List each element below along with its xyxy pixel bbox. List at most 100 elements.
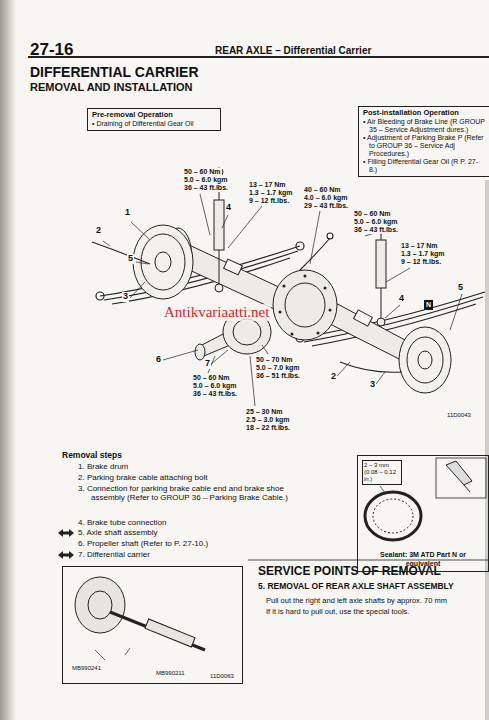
- shock-absorbers-part: [376, 240, 386, 288]
- leader-lines-part: [211, 350, 228, 364]
- leader-lines-part: [386, 268, 410, 282]
- puller-sketch-part: [110, 612, 205, 650]
- sealant-sketch-part: [446, 461, 472, 485]
- leader-lines-part: [130, 282, 145, 298]
- torque-spec: 50 – 70 Nm: [255, 356, 294, 364]
- callout-number: 1: [124, 208, 131, 218]
- torque-spec: 18 – 22 ft.lbs.: [245, 424, 291, 432]
- leaf-springs-part: [296, 242, 304, 250]
- operation-box: Pre-removal Operation• Draining of Diffe…: [87, 108, 221, 131]
- removal-step: 3. Connection for parking brake cable en…: [78, 485, 296, 503]
- sealant-note: Sealant: 3M ATD Part N or equivalent: [364, 551, 482, 568]
- running-header: REAR AXLE – Differential Carrier: [215, 45, 371, 56]
- removal-symbols-part: [58, 551, 74, 559]
- removal-symbols-part: [58, 529, 74, 537]
- torque-spec: 13 – 17 Nm: [248, 181, 287, 189]
- axle-housing-part-part: [324, 287, 327, 290]
- page-title: DIFFERENTIAL CARRIER: [30, 64, 199, 80]
- puller-sketch: [75, 577, 205, 660]
- cables-and-tubes-part: [92, 242, 150, 264]
- tool-number: MB990241: [71, 665, 102, 671]
- leader-lines-part: [450, 294, 462, 330]
- axle-housing-part-part: [279, 311, 282, 314]
- sealant-sketch-part: [436, 458, 486, 498]
- box-item: • Adjustment of Parking Brake P (Refer t…: [363, 134, 486, 158]
- torque-spec: 36 – 43 ft.lbs.: [192, 390, 238, 398]
- brake-drums-part: [141, 234, 185, 290]
- axle-housing-part: [354, 310, 373, 326]
- leader-lines-part: [200, 194, 210, 235]
- dimension-note: 2 – 3 mm (0.08 – 0.12 in.): [362, 460, 402, 485]
- torque-spec: 1.3 – 1.7 kgm: [248, 189, 294, 197]
- torque-spec: 4.0 – 6.0 kgm: [303, 194, 349, 202]
- brake-drums-part: [399, 327, 451, 393]
- puller-sketch-part: [95, 650, 105, 660]
- removal-step: 7. Differential carrier: [78, 551, 296, 560]
- torque-spec: 50 – 60 Nm: [183, 168, 222, 176]
- differential-carrier-part: [233, 319, 261, 345]
- torque-spec: 29 – 43 ft.lbs.: [303, 202, 349, 210]
- sealant-panel: Sealant: 3M ATD Part N or equivalent: [357, 455, 489, 572]
- removal-step: 6. Propeller shaft (Refer to P. 27-10.): [78, 540, 296, 549]
- torque-spec: 9 – 12 ft.lbs.: [400, 258, 442, 266]
- axle-housing-part: [273, 270, 337, 340]
- cables-and-tubes-part: [300, 238, 330, 270]
- callout-number: N: [424, 300, 433, 310]
- leader-lines-part: [136, 262, 148, 264]
- callout-number: 4: [398, 294, 405, 304]
- torque-spec: 2.5 – 3.0 kgm: [245, 416, 291, 424]
- leader-lines-part: [103, 241, 110, 246]
- leader-lines-part: [228, 206, 262, 248]
- axle-housing-part: [279, 275, 332, 336]
- callout-number: 7: [204, 359, 211, 369]
- removal-symbols: [58, 529, 74, 559]
- photo-inset: MB990241MB99021111D0063: [62, 566, 243, 684]
- axle-housing-part-part: [291, 333, 294, 336]
- puller-sketch-part: [145, 619, 195, 647]
- leader-lines-part: [385, 305, 400, 318]
- cables-and-tubes: [92, 233, 402, 372]
- callout-number: 3: [122, 292, 129, 302]
- callout-number: 6: [155, 355, 162, 365]
- sealant-sketch-part: [380, 486, 386, 494]
- brake-drums-part: [407, 337, 443, 383]
- rules: [28, 57, 489, 560]
- page-edges-part: [485, 180, 489, 720]
- torque-spec: 36 – 43 ft.lbs.: [183, 184, 229, 192]
- axle-housing: [185, 243, 405, 362]
- removal-step: 4. Brake tube connection: [78, 519, 296, 528]
- torque-spec: 50 – 60 Nm: [192, 374, 231, 382]
- service-text: If it is hard to pull out, use the speci…: [266, 608, 409, 616]
- callout-number: 4: [225, 203, 232, 213]
- callout-number: 5: [457, 283, 464, 293]
- leader-lines: [103, 194, 462, 406]
- page-number: 27-16: [30, 41, 73, 60]
- leader-lines-part: [222, 215, 228, 228]
- service-text: Pull out the right and left axle shafts …: [266, 597, 447, 605]
- callout-number: 2: [95, 226, 102, 236]
- axle-housing-part-part: [329, 309, 332, 312]
- box-item: • Filling Differential Gear Oil (R P. 27…: [363, 158, 486, 174]
- rules-part: [28, 56, 489, 58]
- tool-number: MB990211: [155, 670, 186, 676]
- torque-spec: 9 – 12 ft.lbs.: [248, 197, 290, 205]
- rules-part: [248, 560, 489, 561]
- axle-housing-part-part: [317, 332, 320, 335]
- brake-drums-part: [418, 351, 432, 369]
- torque-spec: 25 – 30 Nm: [245, 408, 284, 416]
- leader-lines-part: [337, 362, 350, 376]
- removal-step: 1. Brake drum: [78, 463, 296, 472]
- sealant-sketch-part: [373, 499, 413, 533]
- torque-spec: 5.0 – 6.0 kgm: [192, 382, 238, 390]
- torque-spec: 1.3 – 1.7 kgm: [400, 250, 446, 258]
- callout-number: 5: [127, 254, 134, 264]
- leader-lines-part: [310, 211, 320, 264]
- brake-drums-part: [155, 252, 171, 272]
- axle-housing-part-part: [304, 275, 307, 278]
- brake-drums: [133, 225, 451, 393]
- torque-spec: 40 – 60 Nm: [303, 186, 342, 194]
- steps-heading: Removal steps: [62, 451, 122, 460]
- cables-and-tubes-part: [340, 362, 402, 372]
- torque-spec: 36 – 51 ft.lbs.: [255, 372, 301, 380]
